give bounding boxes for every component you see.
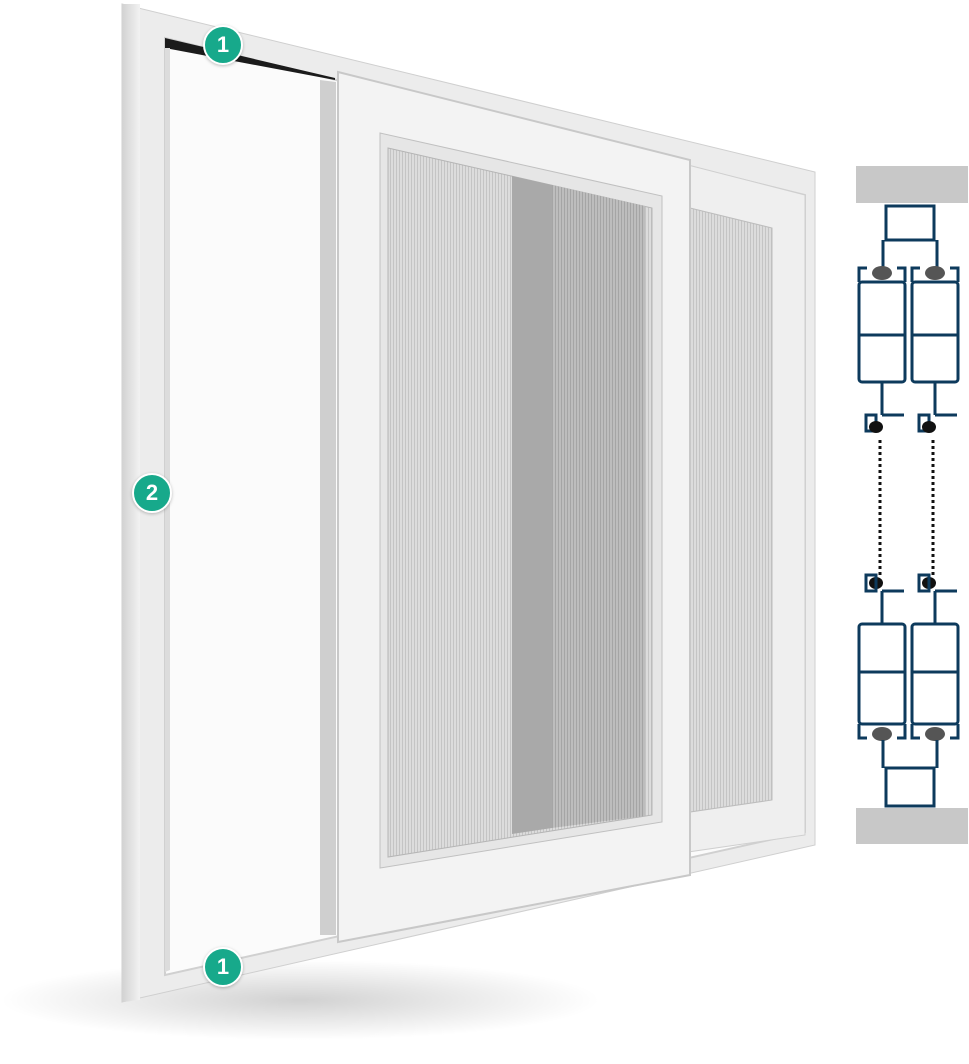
back-screen-mesh [689, 207, 773, 813]
bottom-gray-bar [856, 808, 968, 844]
marker-bottom-track[interactable]: 1 [203, 947, 243, 987]
floor-shadow [0, 960, 600, 1040]
back-sliding-panel [687, 164, 806, 853]
front-sliding-panel [337, 70, 691, 944]
marker-top-track[interactable]: 1 [203, 25, 243, 65]
overlapping-screen-mesh [552, 185, 645, 828]
marker-side-frame[interactable]: 2 [132, 473, 172, 513]
top-gray-bar [856, 166, 968, 203]
cross-section-diagram [856, 166, 968, 844]
screen-rail [512, 176, 552, 834]
